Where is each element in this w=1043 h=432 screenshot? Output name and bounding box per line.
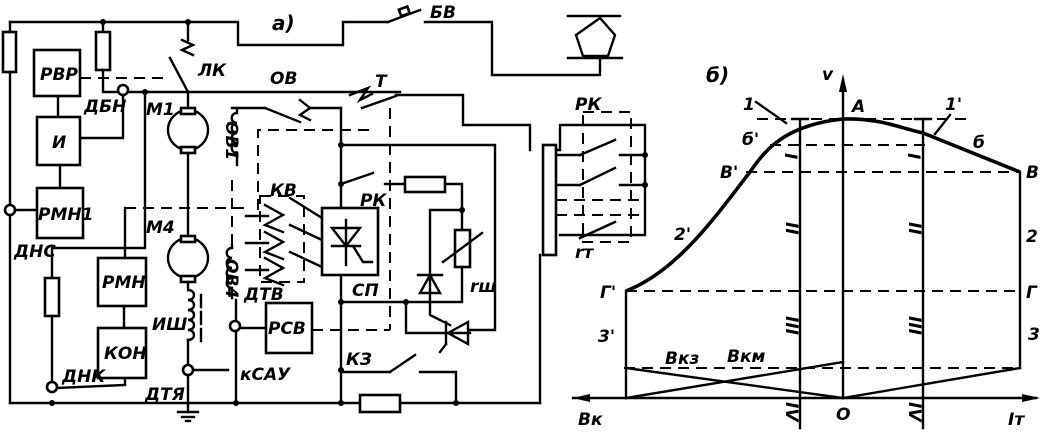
schematic: РВР И РМН1 РМН КОН — [1, 3, 648, 423]
pantograph-icon — [566, 14, 624, 60]
point-b: б — [973, 133, 985, 153]
graph-title: б) — [706, 63, 729, 87]
ov-label: ОВ — [270, 69, 297, 89]
zone-iii-right: III — [904, 316, 924, 335]
kz-switch — [388, 353, 417, 374]
rk-block — [554, 111, 648, 243]
i-block — [35, 115, 82, 167]
kon-block — [96, 326, 148, 380]
kv-group — [259, 195, 305, 283]
dtv-sensor — [228, 319, 242, 333]
curve-2: 2 — [1026, 227, 1038, 247]
ov4-coil — [225, 243, 234, 300]
zone-ii-right: II — [904, 222, 924, 235]
m1-label: М1 — [146, 100, 175, 120]
i-label: И — [52, 133, 66, 153]
motor-m4-icon — [166, 236, 210, 280]
rmn1-block — [35, 186, 85, 240]
rsv-label: РСВ — [268, 319, 306, 339]
point-a: A — [850, 97, 865, 117]
zone-i-right: I — [903, 153, 923, 159]
bv-switch-latch — [397, 4, 412, 18]
rt-label: rт — [575, 243, 594, 263]
zone-iv-left: IV — [781, 402, 801, 423]
supply-wire — [8, 20, 390, 47]
kon-label: КОН — [104, 344, 147, 364]
curve-1-prime: 1' — [945, 95, 962, 115]
resistor — [1, 30, 18, 74]
rk-label: РК — [360, 191, 387, 211]
bkm-label: Bкм — [727, 347, 765, 367]
ish-coil — [186, 280, 196, 342]
origin-label: O — [836, 405, 850, 425]
rsv-block — [264, 301, 314, 355]
ksau-label: кСАУ — [240, 365, 291, 385]
zone-ii-left: II — [781, 222, 801, 235]
point-b-prime: б' — [742, 130, 759, 150]
ground-icon — [176, 410, 200, 423]
resistor — [358, 393, 402, 414]
point-g: Г — [1026, 283, 1038, 303]
point-v-prime: В' — [720, 163, 738, 183]
zone-iii-left: III — [781, 316, 801, 335]
rvr-block — [32, 48, 82, 98]
zone-iv-right: IV — [904, 402, 924, 423]
pantograph-wire — [423, 20, 602, 77]
ov1-coil — [230, 106, 239, 167]
dnk-sensor — [45, 380, 59, 394]
point-g-prime: Г' — [600, 283, 616, 303]
ov4-label: ОВ4 — [221, 259, 241, 298]
kz-label: КЗ — [346, 350, 372, 370]
thyristor-icon — [329, 218, 374, 267]
curve-2-prime: 2' — [674, 225, 691, 245]
it-axis-label: Iт — [1008, 410, 1025, 430]
curve-3-prime: 3' — [598, 327, 615, 347]
point-v: В — [1026, 163, 1039, 183]
dnk-label: ДНК — [61, 367, 106, 387]
resistor — [403, 175, 447, 194]
bkz-label: Bкз — [665, 349, 699, 369]
dns-label: ДНС — [13, 242, 56, 262]
diode-icon — [416, 272, 444, 295]
v-axis-label: v — [822, 65, 834, 85]
bk-axis-label: Bк — [578, 410, 603, 430]
lk-label: ЛК — [197, 61, 227, 81]
thyristor-icon — [438, 319, 470, 354]
kv-label: КВ — [270, 181, 297, 201]
dtv-label: ДТВ — [243, 285, 284, 305]
traction-curve — [625, 117, 1021, 293]
dns-sensor — [3, 203, 17, 217]
rsh-label: rш — [470, 277, 496, 297]
dbn-sensor — [116, 83, 130, 97]
characteristic-graph: б) v A 1 1' б' б В' В 2' 2 Г' Г 3' 3 Bкз… — [571, 63, 1040, 430]
bv-label: БВ — [430, 3, 456, 23]
lk-switch — [168, 56, 190, 94]
curve-1: 1 — [743, 95, 755, 115]
rmn-label: РМН — [102, 273, 146, 293]
curve-3: 3 — [1028, 325, 1040, 345]
zone-i-left: I — [780, 153, 800, 159]
rk-block-label: РК — [575, 95, 602, 115]
schematic-title: а) — [272, 11, 295, 35]
rmn-block — [96, 256, 148, 308]
resistor — [94, 30, 112, 72]
kv-contacts — [244, 196, 324, 287]
rmn1-label: РМН1 — [38, 205, 93, 225]
resistor — [43, 276, 61, 318]
v-axis-arrow — [839, 74, 847, 92]
t-label: Т — [375, 72, 388, 92]
m4-label: М4 — [146, 218, 175, 238]
t-switch — [360, 94, 398, 110]
sp-label: СП — [352, 281, 379, 301]
dtya-label: ДТЯ — [144, 385, 185, 405]
ov1-label: ОВ1 — [221, 121, 241, 160]
ish-label: ИШ — [152, 315, 187, 335]
rt-resistor — [541, 143, 558, 257]
dbn-label: ДБН — [83, 97, 126, 117]
rk-contact — [339, 171, 375, 186]
rvr-label: РВР — [40, 65, 78, 85]
dtya-sensor — [181, 363, 195, 377]
